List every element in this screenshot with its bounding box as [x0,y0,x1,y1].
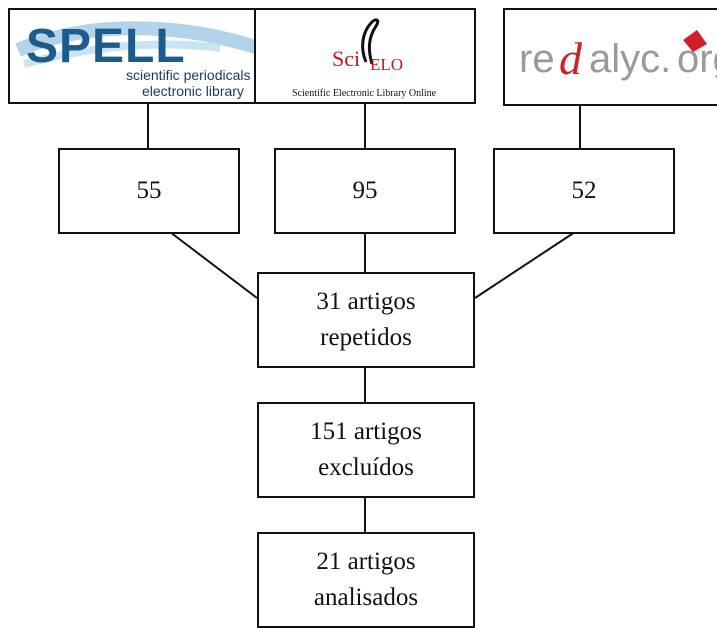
excluded-line1: 151 artigos [310,418,422,445]
connector-55-to-repeated [169,231,258,299]
spell-wordmark: SPELL [26,20,186,73]
scielo-wordmark-sci: Sci [332,46,360,71]
spell-logo-graphic: SPELL scientific periodicals electronic … [15,20,285,99]
redalyc-logo-graphic: re d alyc. org [519,30,717,84]
scielo-logo: Sci ELO Scientific Electronic Library On… [254,8,476,104]
excluded-line2: excluídos [318,454,414,481]
repeated-line2: repetidos [320,324,412,351]
count-scielo: 95 [352,177,378,204]
analyzed-box: 21 artigos analisados [257,532,475,628]
excluded-box: 151 artigos excluídos [257,402,475,498]
count-redalyc: 52 [571,177,597,204]
redalyc-logo: re d alyc. org [503,8,717,106]
spell-tagline-line2: electronic library [142,83,244,99]
kite-icon [683,30,707,52]
analyzed-line2: analisados [313,584,419,611]
count-box-spell: 55 [58,148,240,234]
count-spell: 55 [136,177,162,204]
spell-logo: SPELL scientific periodicals electronic … [8,8,288,104]
count-box-redalyc: 52 [493,148,675,234]
redalyc-wordmark-alyc: alyc. [589,37,671,81]
repeated-box: 31 artigos repetidos [257,272,475,368]
scielo-logo-graphic: Sci ELO Scientific Electronic Library On… [292,18,437,99]
redalyc-wordmark-d: d [559,33,583,84]
analyzed-line1: 21 artigos [316,548,416,575]
spell-tagline-line1: scientific periodicals [126,67,251,83]
count-box-scielo: 95 [274,148,456,234]
scielo-tagline: Scientific Electronic Library Online [292,88,437,99]
redalyc-wordmark-re: re [519,37,555,81]
repeated-line1: 31 artigos [316,288,416,315]
scielo-wordmark-elo: ELO [370,55,403,74]
connector-52-to-repeated [474,231,576,299]
